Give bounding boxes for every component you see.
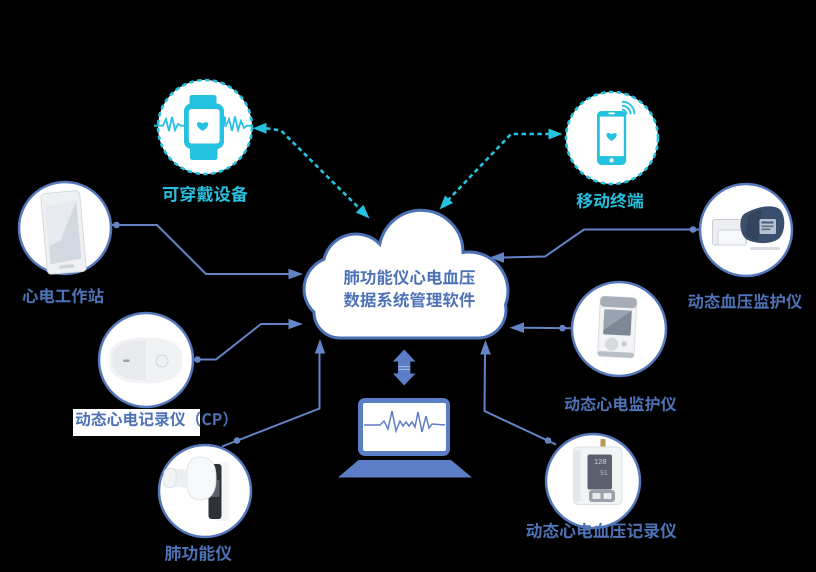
svg-text:91: 91 bbox=[600, 470, 608, 477]
svg-text:128: 128 bbox=[594, 457, 607, 466]
